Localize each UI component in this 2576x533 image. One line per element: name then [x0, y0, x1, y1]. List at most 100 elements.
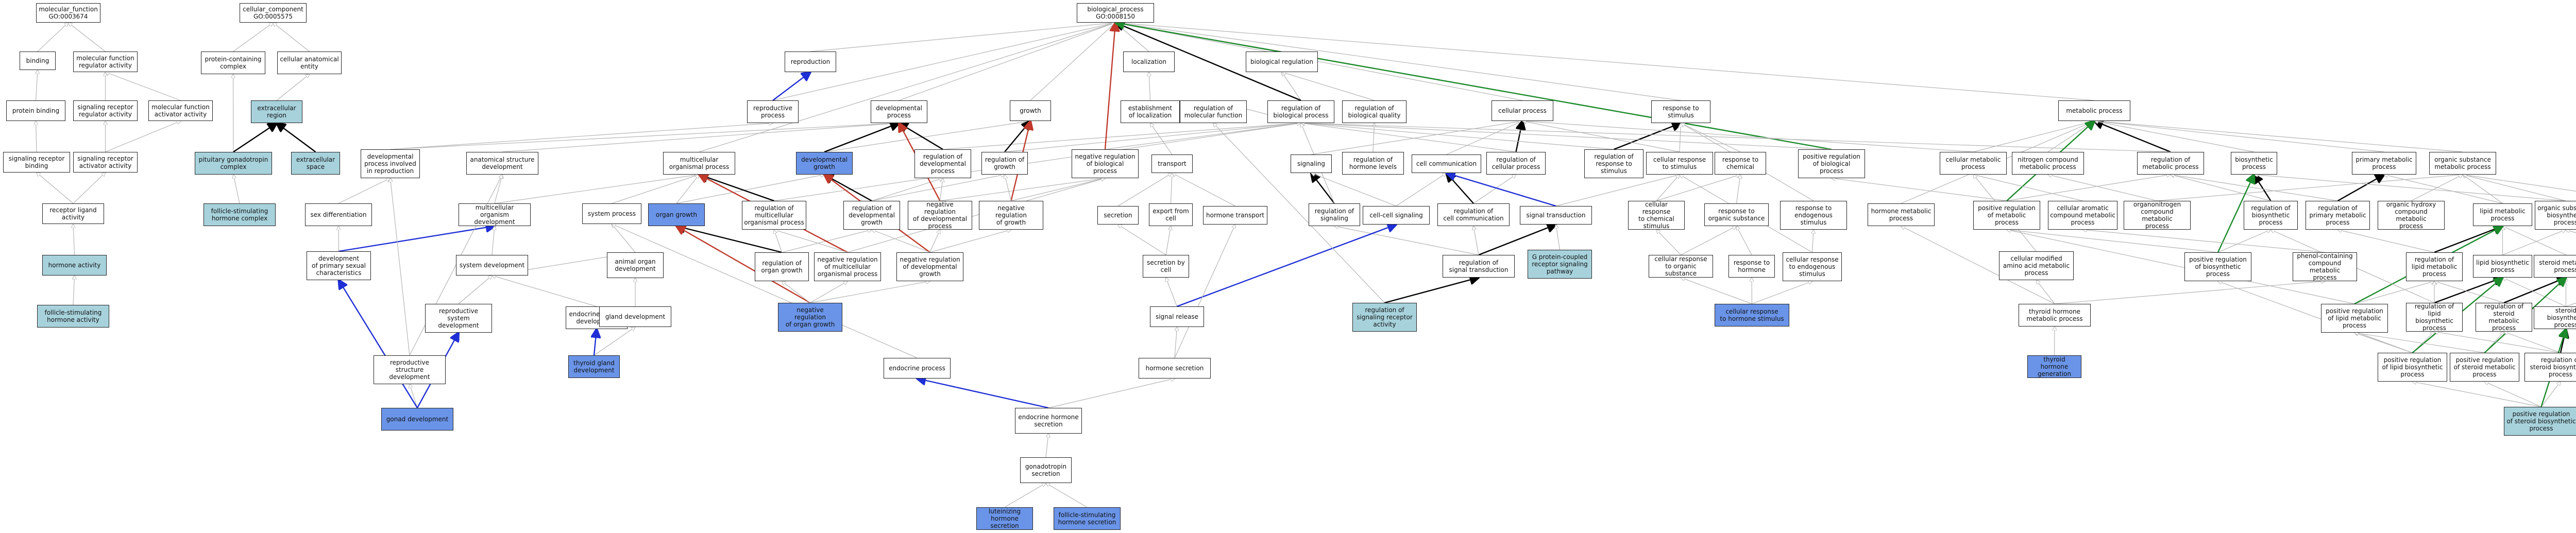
edge-posregsbp-regsbp: [2541, 382, 2561, 407]
term-node-reproduction: reproduction: [785, 51, 836, 72]
edge-regdevproc-regbp: [942, 123, 1301, 150]
edge-devgrowth-devproc: [824, 123, 899, 153]
term-node-exportcell: export from cell: [1149, 203, 1193, 226]
term-node-lbp: lipid biosynthetic process: [2473, 255, 2532, 278]
term-node-sigtrans: signal transduction: [1520, 206, 1592, 225]
edge-posregmp-posregbp: [1832, 178, 2007, 201]
term-node-regpmp: regulation of primary metabolic process: [2306, 201, 2370, 230]
edge-regmp-metproc: [2094, 121, 2171, 153]
edge-asd-devproc: [502, 123, 899, 152]
edge-negregorgrowth-organgrowth: [676, 226, 811, 304]
edge-regsbp-regsmp: [2504, 332, 2561, 353]
edge-ncmp-metproc: [2047, 121, 2094, 152]
edge-devproc-bp: [899, 23, 1115, 101]
term-node-growth: growth: [1010, 100, 1051, 121]
edge-reggrowth-regbp: [1004, 123, 1301, 152]
edge-mod-asd: [494, 175, 502, 204]
edge-pccmp-camp: [2083, 230, 2325, 253]
term-node-regdevgrowth: regulation of developmental growth: [843, 201, 900, 230]
edge-secbycell-secretion: [1118, 225, 1166, 255]
term-node-srb: signaling receptor binding: [3, 152, 70, 173]
edge-cres-res: [1812, 230, 1814, 253]
edge-posregsbp-posregsmp: [2485, 382, 2541, 407]
term-node-rhormone: response to hormone: [1728, 255, 1775, 278]
edge-regbs-biosyn: [2254, 175, 2272, 201]
term-node-cres: cellular response to endogenous stimulus: [1783, 252, 1842, 281]
edge-sysdev-mod: [492, 226, 495, 255]
term-node-regdevproc: regulation of developmental process: [914, 149, 971, 178]
term-node-fshc: follicle-stimulating hormone complex: [204, 203, 276, 226]
edge-negregmop-regmop: [774, 230, 848, 253]
edge-hormsec-hormtransport: [1174, 225, 1235, 358]
edge-reghl-regbq: [1373, 123, 1375, 152]
edge-reglbp-lbp: [2434, 278, 2503, 304]
term-node-cc: cellular_component GO:0005575: [240, 3, 307, 23]
term-node-asd: anatomical structure development: [466, 152, 538, 175]
edge-mfaa-mfreg: [106, 72, 181, 101]
edge-secretion-transport: [1117, 173, 1172, 207]
edge-growth-bp: [1030, 23, 1115, 101]
edge-regmop-regbp: [774, 123, 1301, 201]
edge-devgrowth-growth: [824, 121, 1030, 152]
edge-protein_binding-binding: [36, 70, 38, 101]
term-node-mf: molecular_function GO:0003674: [36, 3, 100, 23]
term-node-ha: hormone activity: [42, 255, 107, 276]
edge-sigtrans-cellcomm: [1447, 173, 1556, 207]
edge-pgc-pcc: [233, 74, 234, 152]
edge-repproc-reproduction: [772, 72, 810, 101]
edge-regsra-regmf: [1213, 123, 1385, 303]
term-node-negregorgrowth: negative regulation of organ growth: [778, 303, 842, 332]
edge-organgrowth-mop: [676, 175, 699, 204]
term-node-regbq: regulation of biological quality: [1342, 100, 1406, 123]
edge-cror-cres: [1752, 281, 1812, 304]
term-node-gpcr: G protein-coupled receptor signaling pat…: [1528, 250, 1592, 279]
term-node-regbp: regulation of biological process: [1267, 100, 1334, 123]
term-node-posregbs: positive regulation of biosynthetic proc…: [2184, 252, 2251, 281]
edge-ccsig-cellcomm: [1396, 173, 1447, 207]
term-node-ohcmp: organic hydroxy compound metabolic proce…: [2378, 201, 2445, 230]
edge-thmp-hmp: [1901, 226, 2055, 304]
edge-orgrowth-regmop: [774, 230, 783, 253]
edge-ehs-endoproc: [917, 379, 1049, 409]
edge-sigtrans-cellrs: [1555, 175, 1680, 207]
edge-sbp-lbp: [2503, 278, 2566, 307]
term-node-metproc: metabolic process: [2058, 100, 2130, 121]
term-node-regst: regulation of signal transduction: [1443, 255, 1515, 278]
term-node-thg: thyroid hormone generation: [2027, 355, 2081, 378]
edge-smp-lmp: [2503, 226, 2566, 255]
term-node-sysproc: system process: [582, 203, 641, 224]
edge-estloc-localization: [1149, 72, 1150, 101]
edge-gonadsec-ehs: [1045, 434, 1048, 458]
edge-hormsec-sigrel: [1174, 327, 1177, 358]
edge-biosyn-metproc: [2094, 121, 2255, 152]
term-node-negregmop: negative regulation of multicellular org…: [814, 252, 881, 281]
term-node-sigrel: signal release: [1150, 306, 1204, 327]
term-node-sexdiff: sex differentiation: [305, 203, 372, 226]
edge-hormtransport-transport: [1172, 173, 1235, 207]
term-node-secretion: secretion: [1097, 206, 1139, 225]
edge-rla-srb: [37, 173, 74, 204]
term-node-regsig: regulation of signaling: [1309, 203, 1360, 226]
edge-metproc-bp: [1115, 23, 2095, 101]
term-node-organgrowth: organ growth: [648, 203, 705, 226]
term-node-lmp: lipid metabolic process: [2473, 203, 2532, 226]
edge-negregbp-bp: [1104, 23, 1115, 150]
term-node-rstd: reproductive structure development: [374, 355, 446, 384]
edge-gonaddev-dpsc: [339, 280, 418, 408]
term-node-reglmp: regulation of lipid metabolic process: [2406, 252, 2463, 281]
term-node-cros: cellular response to organic substance: [1649, 255, 1713, 278]
edge-cros-ros: [1681, 226, 1737, 255]
term-node-cmp: cellular metabolic process: [1940, 152, 2007, 175]
term-node-cae: cellular anatomical entity: [277, 51, 342, 74]
edge-regsmp-reglmp: [2434, 281, 2504, 303]
edge-oncmp-osmp: [2157, 175, 2463, 201]
edge-sraa-mfaa: [105, 121, 181, 152]
term-node-osbp: organic substance biosynthetic process: [2535, 201, 2576, 230]
term-node-posreglbp: positive regulation of lipid biosyntheti…: [2378, 353, 2447, 382]
edge-posregsmp-posreglmp: [2354, 333, 2485, 353]
edge-transport-estloc: [1150, 123, 1173, 155]
term-node-reggrowth: regulation of growth: [981, 152, 1028, 175]
edge-osbp-osmp: [2463, 175, 2566, 201]
term-node-devproc: developmental process: [871, 100, 927, 123]
edge-ehs-hormsec: [1048, 379, 1175, 408]
